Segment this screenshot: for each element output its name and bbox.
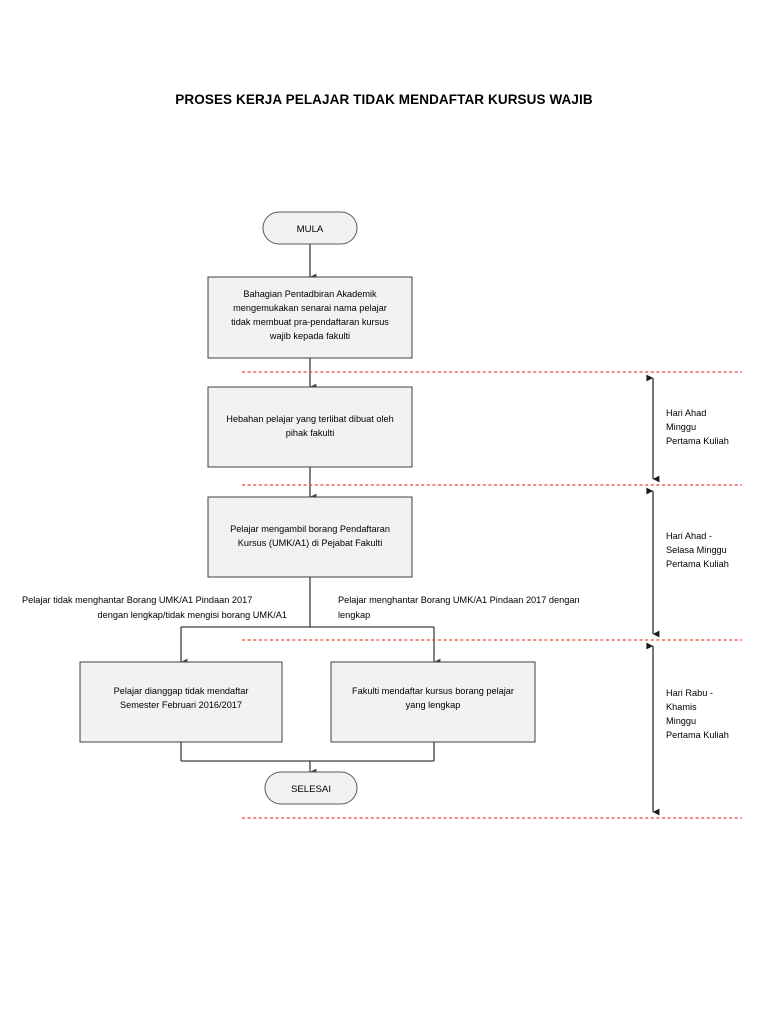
outcome-box-left-line-1: Pelajar dianggap tidak mendaftar xyxy=(114,686,249,696)
process-step-1-shape xyxy=(207,276,413,359)
process-step-3-shape xyxy=(207,496,413,578)
branch-label-right: Pelajar menghantar Borang UMK/A1 Pindaan… xyxy=(338,595,580,620)
timeline-note-2: Hari Ahad - Selasa Minggu Pertama Kuliah xyxy=(666,531,729,569)
terminator-selesai-label: SELESAI xyxy=(291,784,331,795)
outcome-box-right[interactable]: Fakulti mendaftar kursus borang pelajar … xyxy=(330,661,536,743)
timeline-note-2-line-1: Hari Ahad - xyxy=(666,531,712,541)
outcome-box-left[interactable]: Pelajar dianggap tidak mendaftar Semeste… xyxy=(79,661,283,743)
process-step-2-line-1: Hebahan pelajar yang terlibat dibuat ole… xyxy=(226,414,394,424)
terminator-mula[interactable]: MULA xyxy=(262,211,358,245)
timeline-note-1: Hari Ahad Minggu Pertama Kuliah xyxy=(666,408,729,446)
timeline-note-3-line-4: Pertama Kuliah xyxy=(666,730,729,740)
connector-group xyxy=(180,244,441,776)
timeline-note-3-line-1: Hari Rabu - xyxy=(666,688,713,698)
timeline-note-2-line-3: Pertama Kuliah xyxy=(666,559,729,569)
page-title: PROSES KERJA PELAJAR TIDAK MENDAFTAR KUR… xyxy=(175,92,593,107)
process-step-1-line-3: tidak membuat pra-pendaftaran kursus xyxy=(231,317,389,327)
branch-label-left-line-1: Pelajar tidak menghantar Borang UMK/A1 P… xyxy=(22,595,252,605)
process-step-3[interactable]: Pelajar mengambil borang Pendaftaran Kur… xyxy=(207,496,413,578)
process-step-3-line-1: Pelajar mengambil borang Pendaftaran xyxy=(230,524,390,534)
timeline-note-3: Hari Rabu - Khamis Minggu Pertama Kuliah xyxy=(666,688,729,740)
terminator-selesai-shape xyxy=(264,771,358,805)
outcome-box-left-line-2: Semester Februari 2016/2017 xyxy=(120,700,242,710)
process-step-1-line-4: wajib kepada fakulti xyxy=(269,331,350,341)
outcome-box-right-line-1: Fakulti mendaftar kursus borang pelajar xyxy=(352,686,514,696)
process-step-1[interactable]: Bahagian Pentadbiran Akademik mengemukak… xyxy=(207,276,413,359)
timeline-note-1-line-2: Minggu xyxy=(666,422,696,432)
process-step-1-line-2: mengemukakan senarai nama pelajar xyxy=(233,303,387,313)
outcome-box-right-shape xyxy=(330,661,536,743)
terminator-mula-label: MULA xyxy=(297,224,324,235)
process-step-2-line-2: pihak fakulti xyxy=(286,428,335,438)
outcome-box-left-shape xyxy=(79,661,283,743)
branch-label-left-line-2: dengan lengkap/tidak mengisi borang UMK/… xyxy=(98,610,287,620)
timeline-note-1-line-1: Hari Ahad xyxy=(666,408,706,418)
branch-label-right-line-1: Pelajar menghantar Borang UMK/A1 Pindaan… xyxy=(338,595,580,605)
terminator-mula-shape xyxy=(262,211,358,245)
outcome-box-right-line-2: yang lengkap xyxy=(406,700,461,710)
timeline-note-3-line-3: Minggu xyxy=(666,716,696,726)
process-step-3-line-2: Kursus (UMK/A1) di Pejabat Fakulti xyxy=(238,538,383,548)
terminator-selesai[interactable]: SELESAI xyxy=(264,771,358,805)
process-step-2[interactable]: Hebahan pelajar yang terlibat dibuat ole… xyxy=(207,386,413,468)
process-step-1-line-1: Bahagian Pentadbiran Akademik xyxy=(243,289,377,299)
timeline-note-3-line-2: Khamis xyxy=(666,702,697,712)
branch-label-right-line-2: lengkap xyxy=(338,610,370,620)
branch-label-left: Pelajar tidak menghantar Borang UMK/A1 P… xyxy=(22,595,287,620)
timeline-note-2-line-2: Selasa Minggu xyxy=(666,545,727,555)
timeline-separators xyxy=(242,371,742,819)
process-step-2-shape xyxy=(207,386,413,468)
timeline-note-1-line-3: Pertama Kuliah xyxy=(666,436,729,446)
